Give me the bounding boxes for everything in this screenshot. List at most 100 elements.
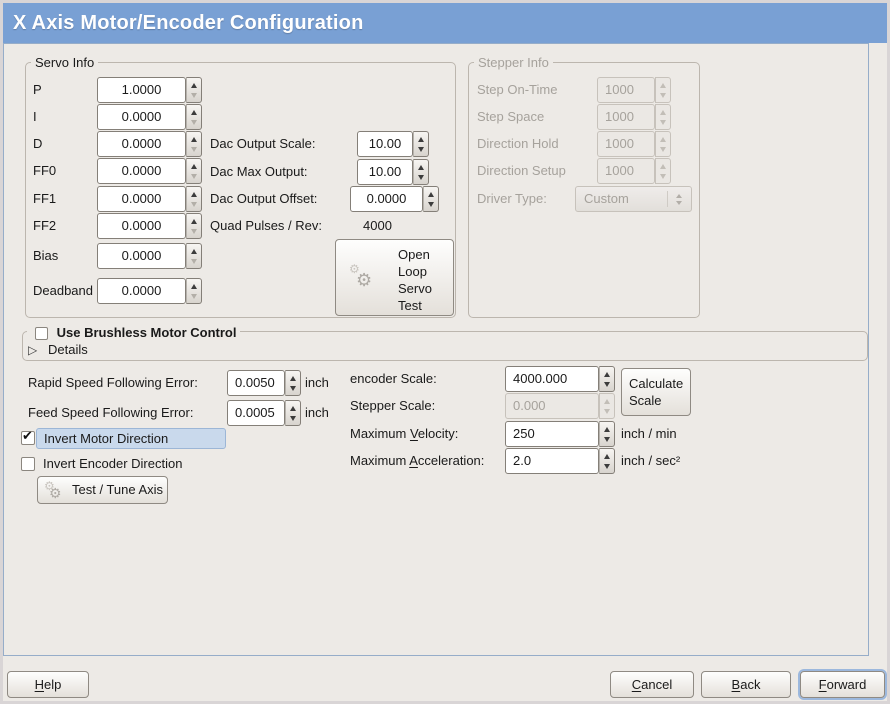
- servo-deadband-label: Deadband: [33, 283, 93, 298]
- invert-motor-checkbox[interactable]: ✔: [21, 428, 35, 445]
- step-on-time-spinner: [655, 77, 671, 103]
- driver-type-select: Custom: [575, 186, 692, 212]
- servo-bias-spinner[interactable]: [186, 243, 202, 269]
- spinner-up-icon[interactable]: [428, 192, 434, 197]
- spinner-up-icon[interactable]: [191, 249, 197, 254]
- dac-max-output-input[interactable]: 10.00: [357, 159, 413, 185]
- spinner-up-icon[interactable]: [191, 164, 197, 169]
- feed-following-error-input[interactable]: 0.0005: [227, 400, 285, 426]
- spinner-up-icon[interactable]: [191, 110, 197, 115]
- invert-encoder-label[interactable]: Invert Encoder Direction: [43, 456, 183, 471]
- servo-ff0-spinner[interactable]: [186, 158, 202, 184]
- spinner-up-icon[interactable]: [191, 137, 197, 142]
- direction-setup-input: 1000: [597, 158, 655, 184]
- spinner-up-icon[interactable]: [191, 83, 197, 88]
- spinner-up-icon[interactable]: [290, 406, 296, 411]
- spinner-up-icon[interactable]: [290, 376, 296, 381]
- dac-output-offset-spinner[interactable]: [423, 186, 439, 212]
- spinner-down-icon[interactable]: [191, 294, 197, 299]
- max-acceleration-spinner[interactable]: [599, 448, 615, 474]
- spinner-down-icon[interactable]: [191, 93, 197, 98]
- spinner-down-icon[interactable]: [418, 147, 424, 152]
- feed-following-error-unit: inch: [305, 405, 329, 420]
- checkmark-icon: ✔: [22, 428, 33, 443]
- spinner-down-icon[interactable]: [191, 174, 197, 179]
- spinner-up-icon: [660, 137, 666, 142]
- servo-p-spinner[interactable]: [186, 77, 202, 103]
- spinner-up-icon[interactable]: [604, 427, 610, 432]
- spinner-down-icon: [660, 174, 666, 179]
- spinner-up-icon[interactable]: [191, 284, 197, 289]
- servo-ff1-spinner[interactable]: [186, 186, 202, 212]
- servo-info-frame: [25, 62, 456, 318]
- servo-ff0-input[interactable]: 0.0000: [97, 158, 186, 184]
- rapid-following-error-input[interactable]: 0.0050: [227, 370, 285, 396]
- invert-encoder-checkbox[interactable]: [21, 457, 35, 471]
- max-acceleration-input[interactable]: 2.0: [505, 448, 599, 474]
- combo-down-icon: [676, 201, 682, 205]
- spinner-down-icon[interactable]: [290, 386, 296, 391]
- rapid-following-error-spinner[interactable]: [285, 370, 301, 396]
- servo-deadband-input[interactable]: 0.0000: [97, 278, 186, 304]
- spinner-down-icon[interactable]: [290, 416, 296, 421]
- feed-following-error-label: Feed Speed Following Error:: [28, 405, 194, 420]
- servo-bias-input[interactable]: 0.0000: [97, 243, 186, 269]
- servo-i-spinner[interactable]: [186, 104, 202, 130]
- back-button[interactable]: Back: [701, 671, 791, 698]
- servo-i-label: I: [33, 109, 37, 124]
- servo-deadband-spinner[interactable]: [186, 278, 202, 304]
- help-button[interactable]: Help: [7, 671, 89, 698]
- spinner-up-icon[interactable]: [418, 137, 424, 142]
- servo-p-label: P: [33, 82, 42, 97]
- spinner-up-icon[interactable]: [418, 165, 424, 170]
- open-loop-servo-test-button[interactable]: ⚙ ⚙ Open Loop Servo Test: [335, 239, 454, 316]
- encoder-scale-input[interactable]: 4000.000: [505, 366, 599, 392]
- step-on-time-label: Step On-Time: [477, 82, 558, 97]
- cancel-button[interactable]: Cancel: [610, 671, 694, 698]
- servo-ff1-input[interactable]: 0.0000: [97, 186, 186, 212]
- details-expander-icon[interactable]: ▷: [28, 343, 38, 357]
- servo-d-spinner[interactable]: [186, 131, 202, 157]
- servo-ff2-spinner[interactable]: [186, 213, 202, 239]
- details-expander-label[interactable]: Details: [48, 342, 88, 357]
- feed-following-error-spinner[interactable]: [285, 400, 301, 426]
- calculate-scale-button[interactable]: Calculate Scale: [621, 368, 691, 416]
- max-velocity-spinner[interactable]: [599, 421, 615, 447]
- dac-output-scale-input[interactable]: 10.00: [357, 131, 413, 157]
- encoder-scale-spinner[interactable]: [599, 366, 615, 392]
- forward-button[interactable]: Forward: [800, 671, 885, 698]
- spinner-up-icon: [604, 399, 610, 404]
- servo-p-input[interactable]: 1.0000: [97, 77, 186, 103]
- max-velocity-input[interactable]: 250: [505, 421, 599, 447]
- spinner-down-icon[interactable]: [191, 202, 197, 207]
- page-title: X Axis Motor/Encoder Configuration: [13, 12, 364, 34]
- spinner-down-icon[interactable]: [604, 437, 610, 442]
- spinner-down-icon[interactable]: [191, 120, 197, 125]
- rapid-following-error-label: Rapid Speed Following Error:: [28, 375, 198, 390]
- spinner-down-icon[interactable]: [191, 259, 197, 264]
- spinner-up-icon[interactable]: [604, 454, 610, 459]
- spinner-down-icon[interactable]: [604, 382, 610, 387]
- direction-hold-spinner: [655, 131, 671, 157]
- open-loop-button-line: Loop: [398, 264, 427, 279]
- spinner-down-icon[interactable]: [191, 229, 197, 234]
- use-brushless-checkbox[interactable]: [35, 327, 48, 341]
- spinner-up-icon[interactable]: [191, 192, 197, 197]
- dac-output-scale-spinner[interactable]: [413, 131, 429, 157]
- spinner-up-icon[interactable]: [604, 372, 610, 377]
- combo-divider: [667, 191, 668, 207]
- spinner-down-icon[interactable]: [418, 175, 424, 180]
- spinner-down-icon[interactable]: [191, 147, 197, 152]
- spinner-down-icon[interactable]: [604, 464, 610, 469]
- stepper-scale-input: 0.000: [505, 393, 599, 419]
- test-tune-axis-button[interactable]: ⚙ ⚙ Test / Tune Axis: [37, 476, 168, 504]
- dac-max-output-spinner[interactable]: [413, 159, 429, 185]
- servo-d-input[interactable]: 0.0000: [97, 131, 186, 157]
- dac-output-offset-input[interactable]: 0.0000: [350, 186, 423, 212]
- spinner-up-icon[interactable]: [191, 219, 197, 224]
- spinner-down-icon: [660, 147, 666, 152]
- spinner-down-icon[interactable]: [428, 202, 434, 207]
- servo-i-input[interactable]: 0.0000: [97, 104, 186, 130]
- invert-motor-label-highlight[interactable]: Invert Motor Direction: [36, 428, 226, 449]
- servo-ff2-input[interactable]: 0.0000: [97, 213, 186, 239]
